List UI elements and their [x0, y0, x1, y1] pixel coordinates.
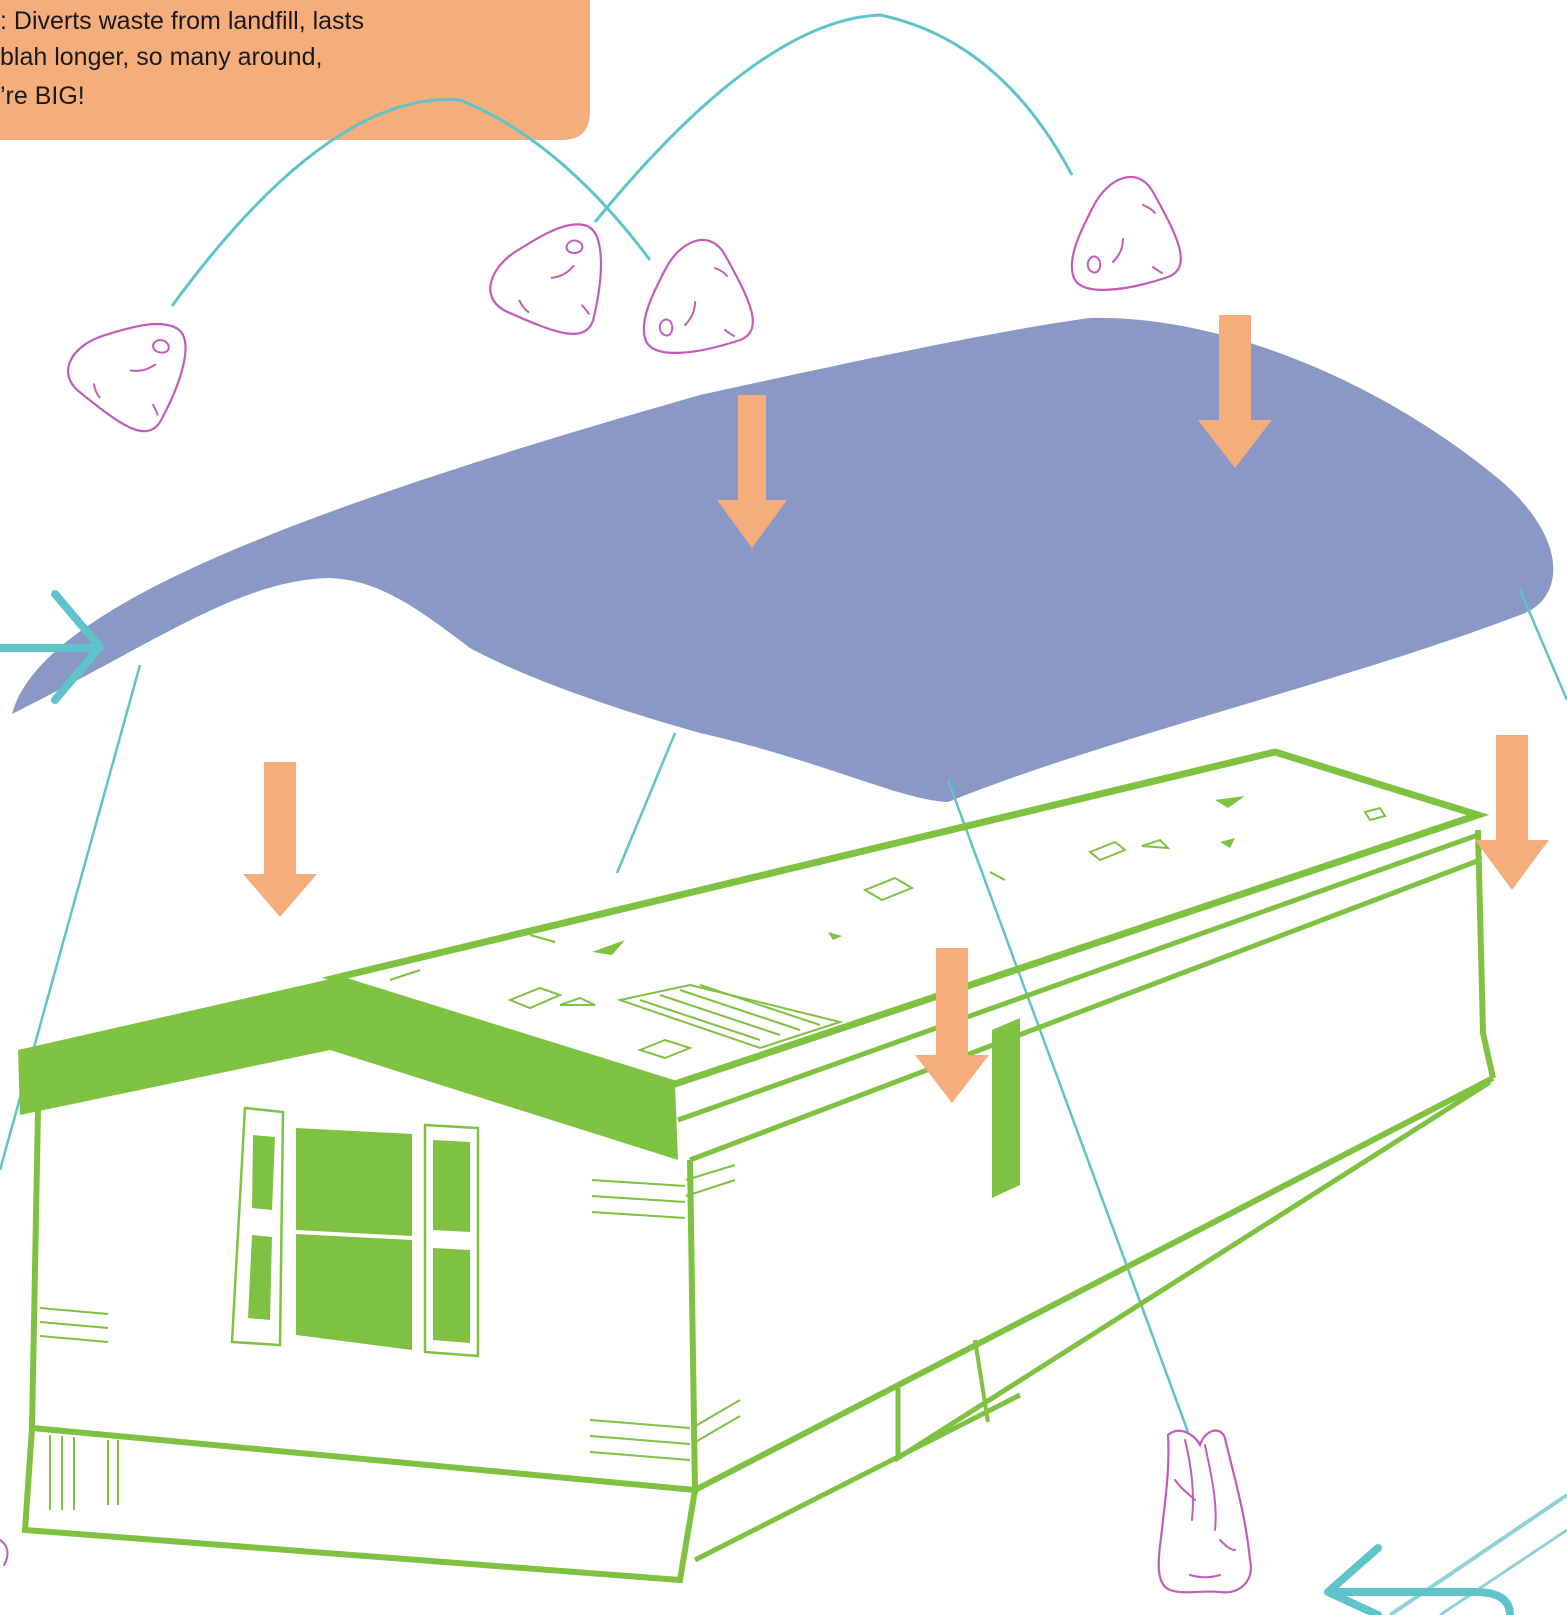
side-wall-top — [678, 835, 1478, 1120]
callout-line-2: blah longer, so many around, — [0, 43, 322, 71]
down-arrow-icon — [1475, 735, 1549, 890]
side-skirting — [898, 1082, 1490, 1458]
waste-bag-icon — [1072, 177, 1181, 290]
blanket-shape — [12, 318, 1553, 802]
side-wall-bottom — [695, 1078, 1493, 1490]
right-shutter-top — [433, 1140, 470, 1232]
left-arrow-icon — [1328, 1495, 1567, 1615]
side-wall-bottom-2 — [695, 1395, 1020, 1560]
side-wall-end — [1478, 830, 1493, 1078]
down-arrow-icon — [915, 948, 989, 1103]
right-shutter-bottom — [433, 1248, 470, 1343]
callout-line-3: ’re BIG! — [0, 82, 85, 110]
front-window — [232, 1108, 478, 1356]
side-door — [992, 1018, 1020, 1198]
front-skirting — [25, 1428, 695, 1580]
left-shutter-bottom — [248, 1235, 272, 1320]
waste-bag-icon — [485, 222, 607, 340]
mobile-home — [18, 752, 1493, 1580]
trajectory-arc-2 — [595, 15, 1072, 222]
down-arrow-icon — [243, 762, 317, 917]
left-shutter-top — [252, 1135, 275, 1210]
waste-bag-icon — [60, 309, 190, 436]
connector-line-mid — [617, 733, 675, 873]
trash-bag-icon — [1159, 1431, 1251, 1593]
waste-bag-icon — [644, 240, 753, 353]
roof-details — [390, 790, 1415, 1058]
waste-scrap-icon — [0, 1540, 7, 1565]
callout-line-1: : Diverts waste from landfill, lasts — [0, 7, 364, 35]
side-wall-top-inner — [690, 860, 1480, 1160]
connector-line-right — [1520, 590, 1567, 700]
connector-line-to-bag — [948, 780, 1188, 1432]
